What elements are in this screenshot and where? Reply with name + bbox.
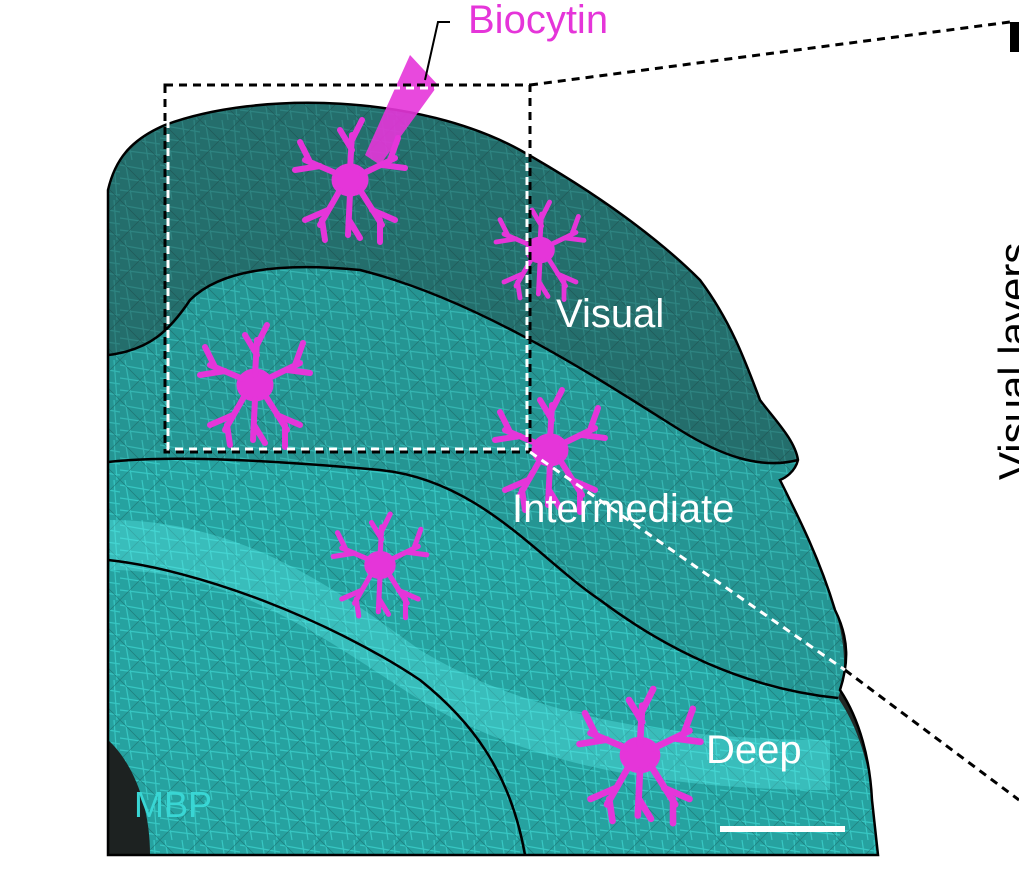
visual-layer-label: Visual (556, 292, 665, 336)
pipette-icon (365, 55, 438, 165)
visual-layers-axis-label: Visual layers (990, 242, 1019, 480)
deep-layer-label: Deep (706, 728, 802, 772)
intermediate-layer-label: Intermediate (512, 487, 735, 531)
biocytin-leader-line (424, 21, 450, 81)
biocytin-label: Biocytin (468, 0, 609, 42)
side-panel-edge (1010, 22, 1019, 52)
mbp-label: MBP (134, 784, 213, 825)
scale-bar (720, 826, 845, 832)
zoom-line-bottom-inner (529, 450, 846, 672)
layer-boundaries (106, 101, 880, 857)
zoom-line-top (529, 20, 1011, 87)
inset-box-outer (163, 83, 532, 454)
inset-box (166, 86, 529, 451)
